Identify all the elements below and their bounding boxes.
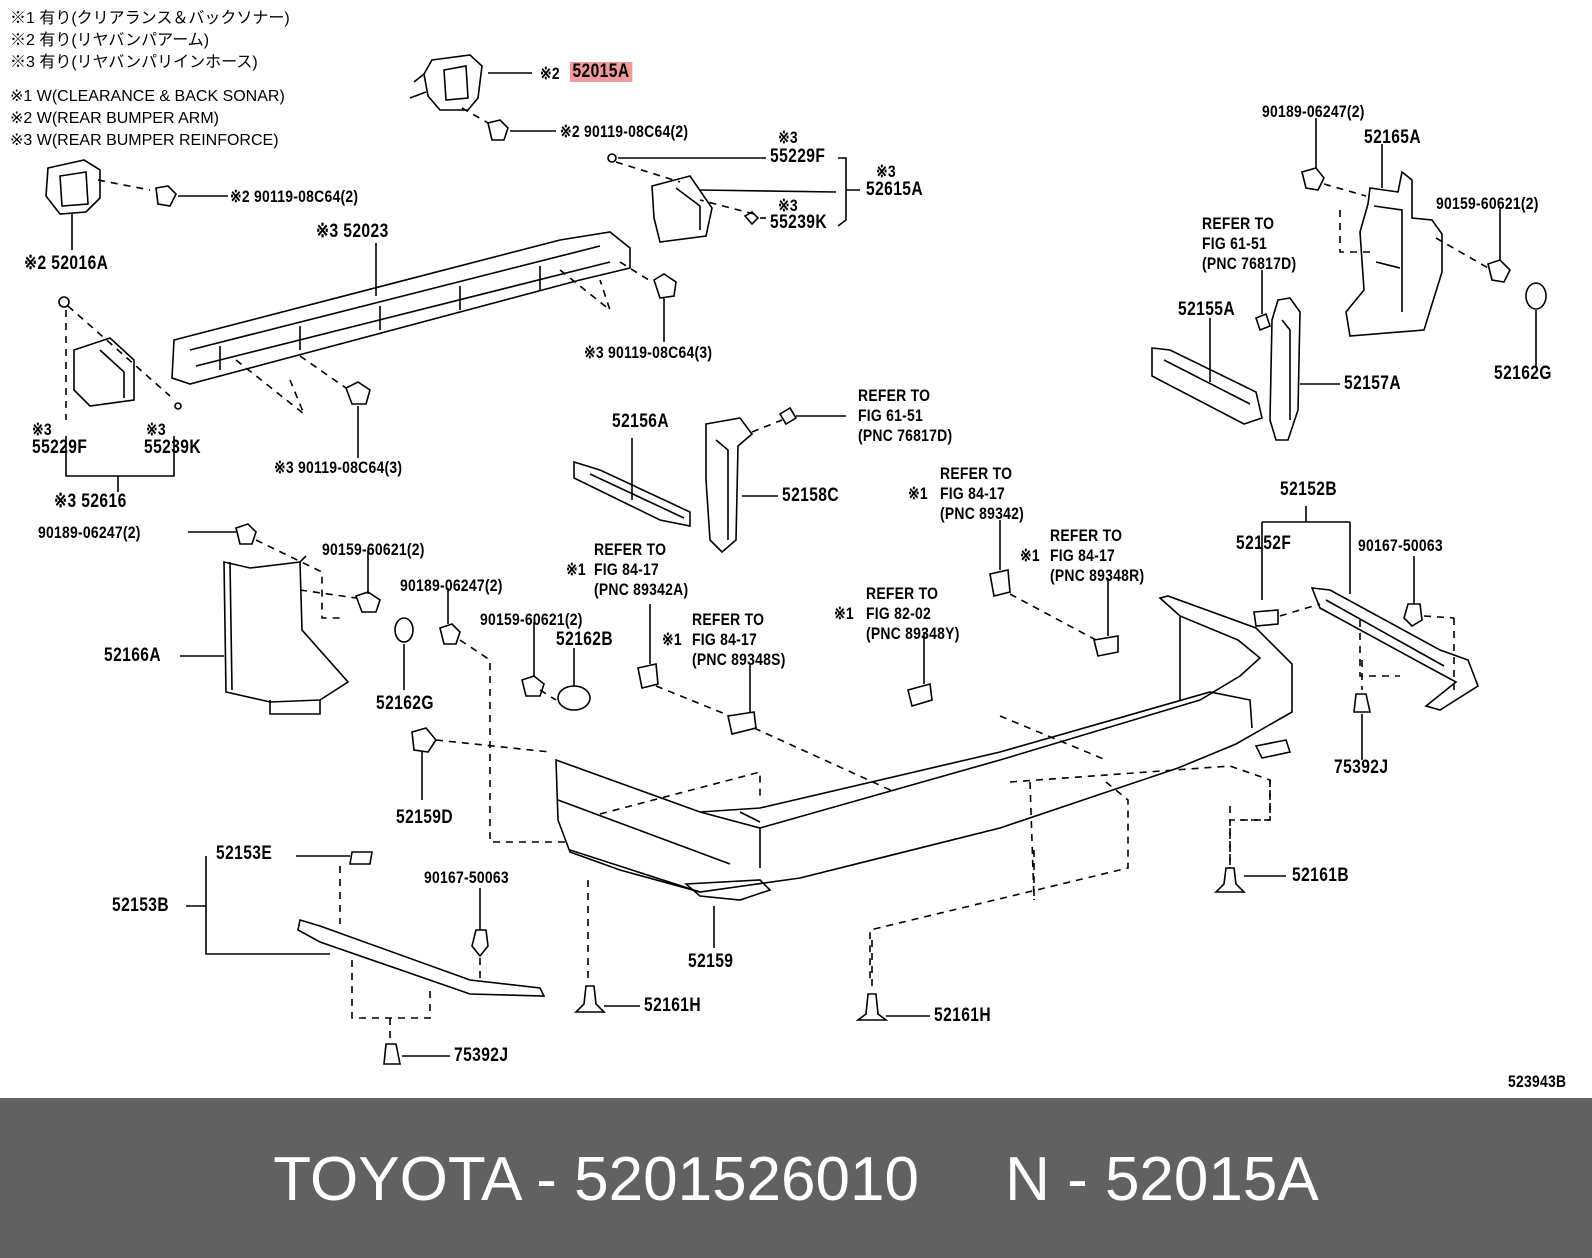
ref-fig84-r-line3: (PNC 89348R)	[1050, 566, 1145, 585]
label-55239k-left-mark: ※3	[146, 420, 166, 439]
ref-fig84-r-line2: FIG 84-17	[1050, 546, 1115, 565]
label-52015a-highlighted[interactable]: 52015A	[570, 62, 632, 82]
label-90119-top: ※2 90119-08C64(2)	[560, 122, 689, 141]
label-52161b[interactable]: 52161B	[1292, 865, 1350, 886]
ref-fig82-mark: ※1	[834, 604, 854, 623]
label-52155a[interactable]: 52155A	[1178, 299, 1236, 320]
note-jp-2: ※2 有り(リヤバンパアーム)	[10, 32, 210, 49]
ref-fig61-mid-line3: (PNC 76817D)	[858, 426, 953, 445]
label-52615a-mark: ※3	[876, 162, 896, 181]
ref-fig84-a-line2: FIG 84-17	[594, 560, 659, 579]
label-75392j-left[interactable]: 75392J	[454, 1045, 509, 1066]
ref-fig82-line3: (PNC 89348Y)	[866, 624, 960, 643]
label-55229f-left[interactable]: 55229F	[32, 437, 88, 458]
ref-fig84-a-mark: ※1	[566, 560, 586, 579]
label-52615a[interactable]: 52615A	[866, 179, 924, 200]
ref-fig82-line2: FIG 82-02	[866, 604, 931, 623]
parts-diagram: ※1 有り(クリアランス＆バックソナー) ※2 有り(リヤバンパアーム) ※3 …	[10, 10, 1567, 1091]
label-55239k-left[interactable]: 55239K	[144, 437, 202, 458]
ref-fig84-2-line1: REFER TO	[940, 464, 1013, 483]
label-90119-low: ※3 90119-08C64(3)	[274, 458, 403, 477]
label-52156a[interactable]: 52156A	[612, 411, 670, 432]
ref-fig61-mid-line1: REFER TO	[858, 386, 931, 405]
footer-bar: TOYOTA - 5201526010 N - 52015A	[0, 1098, 1592, 1258]
note-en-2: ※2 W(REAR BUMPER ARM)	[10, 110, 219, 127]
label-52165a[interactable]: 52165A	[1364, 127, 1422, 148]
part-52165a	[1301, 118, 1547, 368]
fasteners-52161	[574, 867, 1286, 1021]
label-90167-right: 90167-50063	[1358, 536, 1443, 555]
label-90189-right: 90189-06247(2)	[1262, 102, 1365, 121]
label-52152f[interactable]: 52152F	[1236, 533, 1292, 554]
ref-fig84-a-line3: (PNC 89342A)	[594, 580, 689, 599]
part-52615a	[607, 153, 860, 243]
diagram-code: 523943B	[1508, 1072, 1567, 1091]
part-52016a	[45, 159, 228, 250]
label-75392j-right[interactable]: 75392J	[1334, 757, 1389, 778]
label-90167-left: 90167-50063	[424, 868, 509, 887]
label-52616[interactable]: ※3 52616	[54, 491, 127, 512]
part-52159-bumper-cover	[555, 595, 1293, 980]
ref-fig84-2-line3: (PNC 89342)	[940, 504, 1025, 523]
label-52159[interactable]: 52159	[688, 951, 734, 972]
label-52166a[interactable]: 52166A	[104, 645, 162, 666]
label-52016a[interactable]: ※2 52016A	[24, 253, 109, 274]
part-52166a	[180, 523, 414, 715]
label-52015a-mark: ※2	[540, 64, 560, 83]
ref-fig84-r-mark: ※1	[1020, 546, 1040, 565]
label-52162b[interactable]: 52162B	[556, 629, 614, 650]
label-55229f-top[interactable]: 55229F	[770, 146, 826, 167]
ref-fig84-s-line3: (PNC 89348S)	[692, 650, 786, 669]
diagram-linework	[45, 54, 1547, 1065]
ref-fig61-mid-line2: FIG 61-51	[858, 406, 923, 425]
label-55239k-top[interactable]: 55239K	[770, 212, 828, 233]
part-52015a	[409, 54, 532, 111]
label-52153b[interactable]: 52153B	[112, 895, 170, 916]
label-55229f-top-mark: ※3	[778, 128, 798, 147]
ref-fig84-a-line1: REFER TO	[594, 540, 667, 559]
label-52153e[interactable]: 52153E	[216, 843, 273, 864]
label-52162g-right[interactable]: 52162G	[1494, 363, 1552, 384]
footer-part-number: TOYOTA - 5201526010 N - 52015A	[273, 1145, 1319, 1214]
ref-fig84-r-line1: REFER TO	[1050, 526, 1123, 545]
ref-fig61-right-line2: FIG 61-51	[1202, 234, 1267, 253]
part-52156a-52158c	[573, 406, 846, 554]
note-en-1: ※1 W(CLEARANCE & BACK SONAR)	[10, 88, 285, 105]
part-52616	[58, 296, 182, 492]
part-52153b	[186, 851, 546, 1065]
ref-fig84-2-mark: ※1	[908, 484, 928, 503]
label-90159-mid: 90159-60621(2)	[480, 610, 583, 629]
label-90159-left: 90159-60621(2)	[322, 540, 425, 559]
ref-fig61-right-line3: (PNC 76817D)	[1202, 254, 1297, 273]
label-52162g-left[interactable]: 52162G	[376, 693, 434, 714]
ref-fig84-s-line2: FIG 84-17	[692, 630, 757, 649]
label-52152b[interactable]: 52152B	[1280, 479, 1338, 500]
ref-fig84-2-line2: FIG 84-17	[940, 484, 1005, 503]
label-52157a[interactable]: 52157A	[1344, 373, 1402, 394]
note-jp-1: ※1 有り(クリアランス＆バックソナー)	[10, 10, 290, 27]
ref-fig82-line1: REFER TO	[866, 584, 939, 603]
ref-fig84-s-line1: REFER TO	[692, 610, 765, 629]
label-90189-left: 90189-06247(2)	[38, 523, 141, 542]
label-52161h-a[interactable]: 52161H	[644, 995, 702, 1016]
label-52023[interactable]: ※3 52023	[316, 221, 389, 242]
part-52023	[171, 231, 677, 458]
ref-fig61-right-line1: REFER TO	[1202, 214, 1275, 233]
note-en-3: ※3 W(REAR BUMPER REINFORCE)	[10, 132, 279, 149]
label-52159d[interactable]: 52159D	[396, 807, 454, 828]
label-52158c[interactable]: 52158C	[782, 485, 840, 506]
label-52161h-b[interactable]: 52161H	[934, 1005, 992, 1026]
part-52155a-52157a	[1151, 270, 1340, 441]
label-90119-mid: ※3 90119-08C64(3)	[584, 343, 713, 362]
label-90119-left: ※2 90119-08C64(2)	[230, 187, 359, 206]
label-55239k-top-mark: ※3	[778, 196, 798, 215]
part-52152b	[1253, 506, 1479, 760]
label-90189-mid: 90189-06247(2)	[400, 576, 503, 595]
ref-fig84-s-mark: ※1	[662, 630, 682, 649]
label-90159-right: 90159-60621(2)	[1436, 194, 1539, 213]
label-55229f-left-mark: ※3	[32, 420, 52, 439]
note-jp-3: ※3 有り(リヤバンパリインホース)	[10, 54, 258, 71]
bolt-90119-top	[461, 107, 556, 141]
